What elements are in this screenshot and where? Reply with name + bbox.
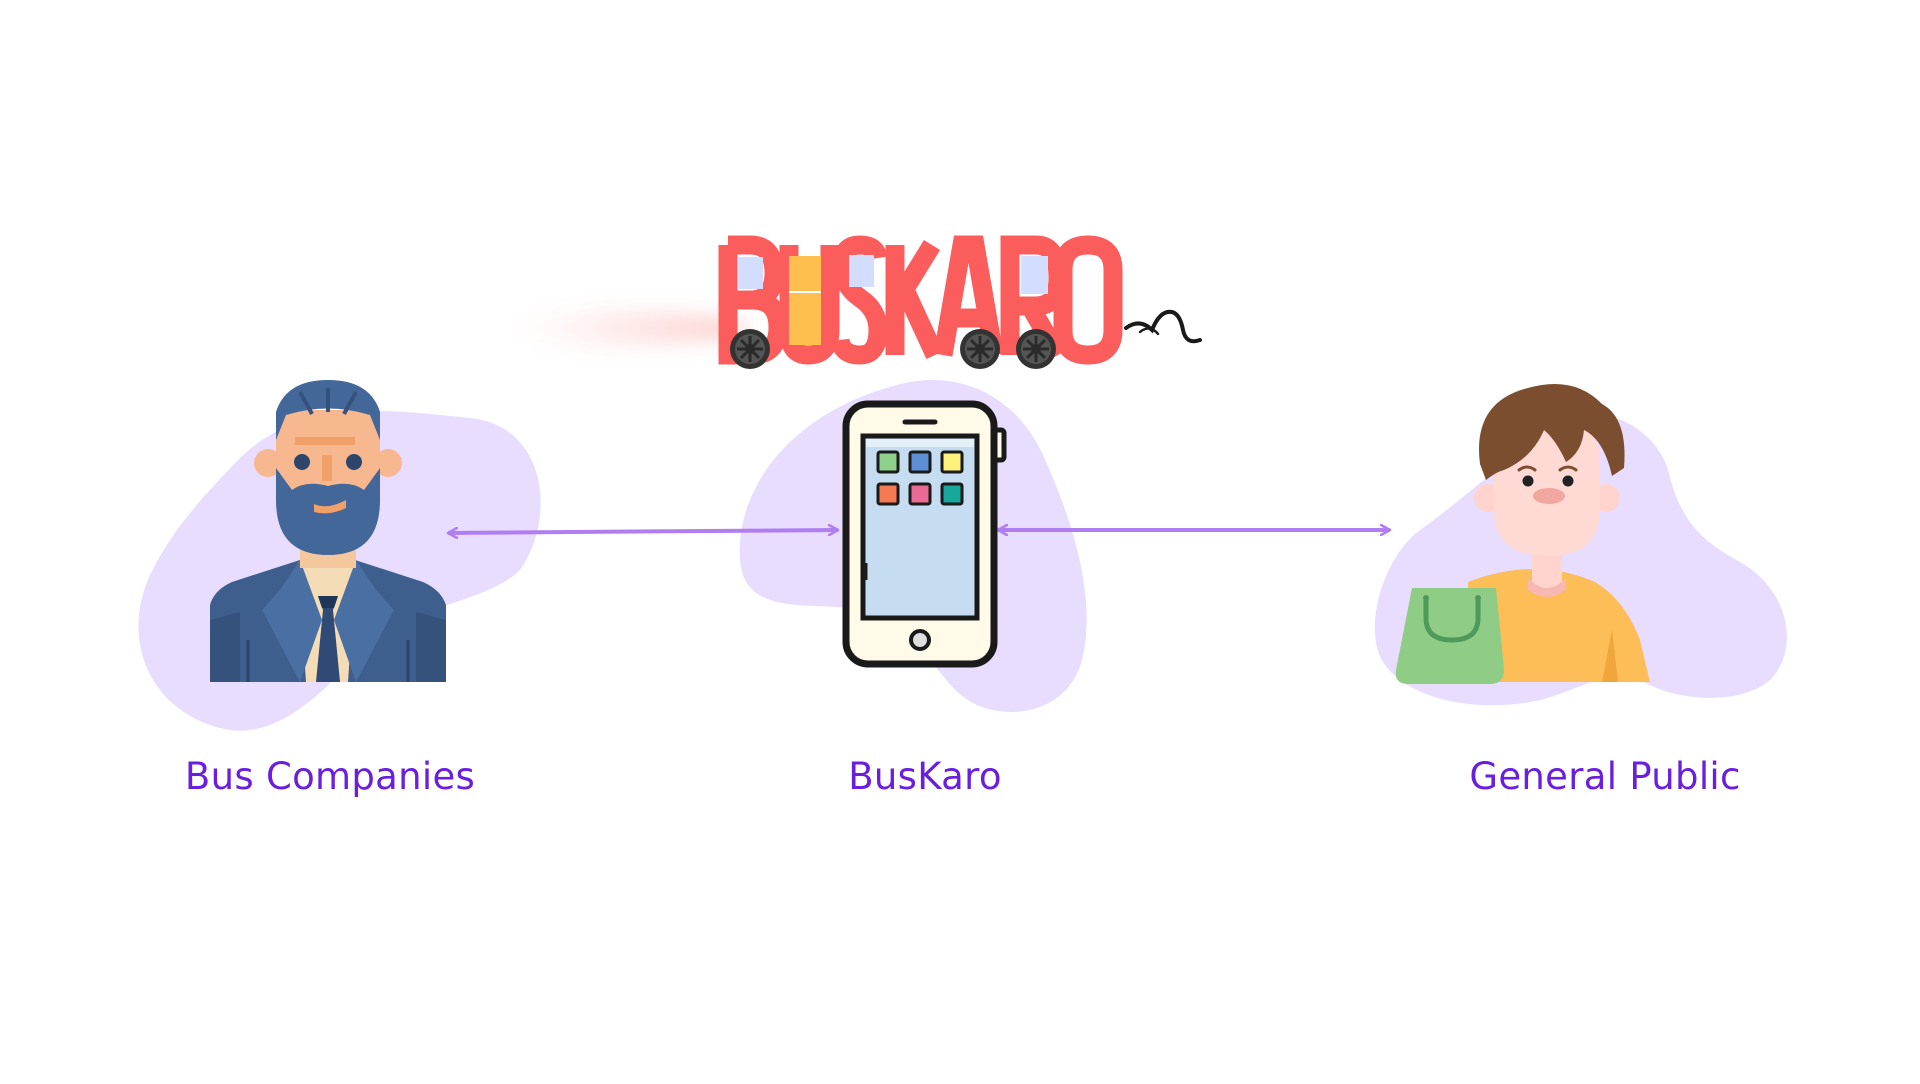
label-general-public: General Public xyxy=(1469,755,1741,798)
shopping-bag-icon xyxy=(1395,588,1504,684)
logo-letter-u xyxy=(779,245,840,365)
logo-letter-k xyxy=(885,240,944,359)
shopper-icon xyxy=(1395,383,1650,684)
logo-wheel-front xyxy=(730,329,770,369)
app-icon xyxy=(908,482,932,506)
app-icon xyxy=(876,450,900,474)
businessman-icon xyxy=(210,380,446,682)
smartphone-icon xyxy=(842,400,1007,668)
app-icon xyxy=(940,450,964,474)
logo-motion-trail xyxy=(512,311,748,345)
logo-letters xyxy=(718,235,1123,365)
app-icon xyxy=(876,482,900,506)
logo-exhaust-icon xyxy=(1124,309,1202,344)
app-icon xyxy=(908,450,932,474)
logo-letter-o xyxy=(1053,235,1123,365)
logo-wheel-rear-1 xyxy=(960,329,1000,369)
home-button-icon xyxy=(909,629,931,651)
logo-letter-s xyxy=(830,235,888,365)
logo-letter-a xyxy=(933,235,1004,357)
logo-wheel-rear-2 xyxy=(1016,329,1056,369)
buskaro-logo xyxy=(512,235,1202,369)
arrow-bus-companies-to-buskaro xyxy=(448,530,838,533)
app-icon xyxy=(940,482,964,506)
label-bus-companies: Bus Companies xyxy=(184,755,476,798)
label-buskaro: BusKaro xyxy=(848,755,1002,798)
